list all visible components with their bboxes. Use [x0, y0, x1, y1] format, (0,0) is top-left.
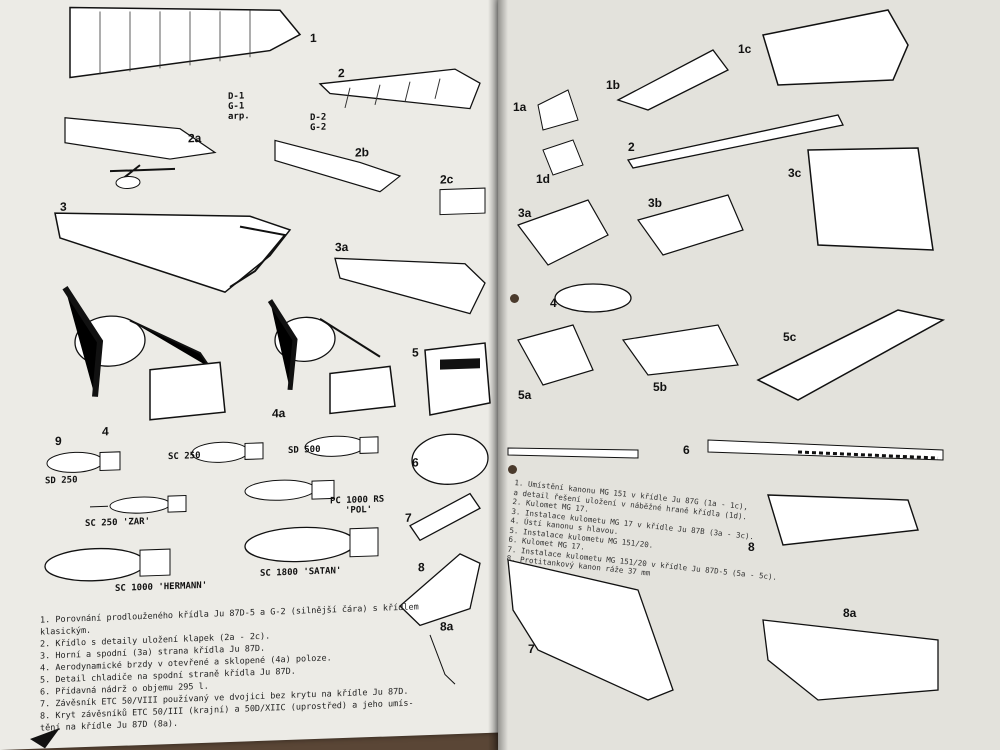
fig-label-3a: 3a: [335, 239, 349, 255]
bomb-label-pol: 'POL': [345, 505, 373, 516]
fig-label-3c: 3c: [788, 166, 802, 180]
bomb-sc250-drawing: [191, 441, 264, 463]
punch-hole-icon: [510, 294, 519, 303]
cannon-under-wing-drawing: [507, 559, 674, 701]
fig-label-1d: 1d: [536, 172, 551, 186]
rack-cover-drawing: [399, 553, 481, 627]
fig-label-2a: 2a: [188, 130, 202, 146]
bomb-rack-drawing: [409, 492, 481, 542]
wing-mark-g1: G-1: [228, 101, 245, 113]
fig-label-3b: 3b: [648, 196, 663, 210]
muzzle-drawing: [554, 283, 632, 313]
cannon-mount-1a-drawing: [537, 89, 579, 131]
fig-label-2: 2: [338, 65, 345, 81]
gun-install-3a-drawing: [517, 199, 609, 266]
gun-install-5a-drawing: [517, 324, 594, 386]
drop-tank-drawing: [411, 433, 489, 485]
fig-label-6: 6: [412, 455, 419, 470]
bomb-zar-drawing: [90, 494, 187, 514]
fig-label-5a: 5a: [518, 388, 532, 402]
fig-label-5: 5: [412, 345, 419, 360]
right-page: 1c 1b 1a 1d 2 3c 3b 3a 4 5c 5a 5b 6 8 8a…: [498, 0, 1000, 750]
publisher-logo: [30, 727, 60, 749]
punch-hole-icon: [508, 465, 517, 474]
fig-label-8: 8: [748, 540, 755, 554]
wing-upper-drawing: [54, 212, 292, 293]
left-captions: 1. Porovnání prodlouženého křídla Ju 87D…: [40, 601, 419, 734]
fig-label-4: 4: [102, 424, 109, 439]
wing-mark-d1: D-1: [228, 91, 245, 103]
bomb-label-sd250: SD 250: [45, 475, 78, 487]
fig-label-5c: 5c: [783, 330, 797, 344]
bomb-sc1000-drawing: [44, 547, 171, 582]
gun-bay-3c-drawing: [807, 147, 934, 251]
fig-label-1a: 1a: [513, 100, 527, 114]
fig-label-3: 3: [60, 199, 67, 214]
bomb-pc1000-drawing: [244, 479, 335, 501]
cannon-wing-1c-drawing: [762, 9, 909, 86]
right-page-illustrations: [507, 9, 946, 701]
mg17-gun-drawing: [626, 114, 844, 169]
dive-brake-closed-drawing: [267, 299, 396, 415]
flap-detail-2a-drawing: [64, 117, 217, 160]
cannon-mount-1d-drawing: [542, 139, 584, 176]
fig-label-3a: 3a: [518, 206, 532, 220]
fig-label-8a: 8a: [843, 606, 857, 620]
wing-mark-arp: arp.: [228, 111, 250, 123]
left-page-illustrations: [30, 6, 491, 749]
bomb-sd250-drawing: [46, 451, 121, 473]
fig-label-4a: 4a: [272, 406, 286, 421]
cannon-pod-drawing: [767, 494, 919, 546]
flap-detail-2c-drawing: [439, 187, 486, 216]
cannon-mount-8a-drawing: [762, 619, 939, 701]
gun-install-5b-drawing: [621, 324, 739, 376]
gun-install-5c-drawing: [756, 309, 946, 401]
fig-label-2: 2: [628, 140, 635, 154]
fig-label-5b: 5b: [653, 380, 668, 394]
wing-mark-g2: G-2: [310, 122, 327, 134]
dive-brake-open-drawing: [62, 286, 226, 421]
book-gutter: [488, 0, 508, 750]
wing-mark-d2: D-2: [310, 112, 327, 124]
radiator-drawing: [424, 342, 491, 416]
wing-lower-drawing: [334, 257, 486, 315]
bomb-sc1800-drawing: [244, 526, 379, 563]
fig-label-7: 7: [528, 642, 535, 656]
bomb-sd500-drawing: [304, 435, 379, 457]
fig-label-8a: 8a: [440, 619, 454, 634]
fig-label-1b: 1b: [606, 78, 621, 92]
fig-label-8: 8: [418, 560, 425, 575]
wing-comparison-drawing: [69, 6, 302, 79]
flap-detail-2b-drawing: [274, 139, 402, 193]
mg17-right-drawing: [707, 439, 944, 461]
fig-label-6: 6: [683, 443, 690, 457]
bomb-label-sd500: SD 500: [288, 444, 321, 456]
fig-label-7: 7: [405, 510, 412, 525]
fig-label-2c: 2c: [440, 172, 454, 187]
fig-label-1: 1: [310, 30, 317, 46]
bomb-label-sc250: SC 250: [168, 450, 201, 463]
mg17-left-drawing: [507, 447, 639, 459]
left-page: 1 2 2a 2b 2c 3 3a 4 4a 5 6 7 8 8a 9 D-1 …: [0, 0, 500, 750]
cannon-wing-1b-drawing: [616, 49, 729, 111]
fig-label-1c: 1c: [738, 42, 752, 56]
gun-install-3b-drawing: [637, 194, 744, 256]
fig-label-2b: 2b: [355, 145, 370, 160]
fig-label-4: 4: [550, 296, 557, 310]
fig-label-9: 9: [55, 433, 62, 449]
